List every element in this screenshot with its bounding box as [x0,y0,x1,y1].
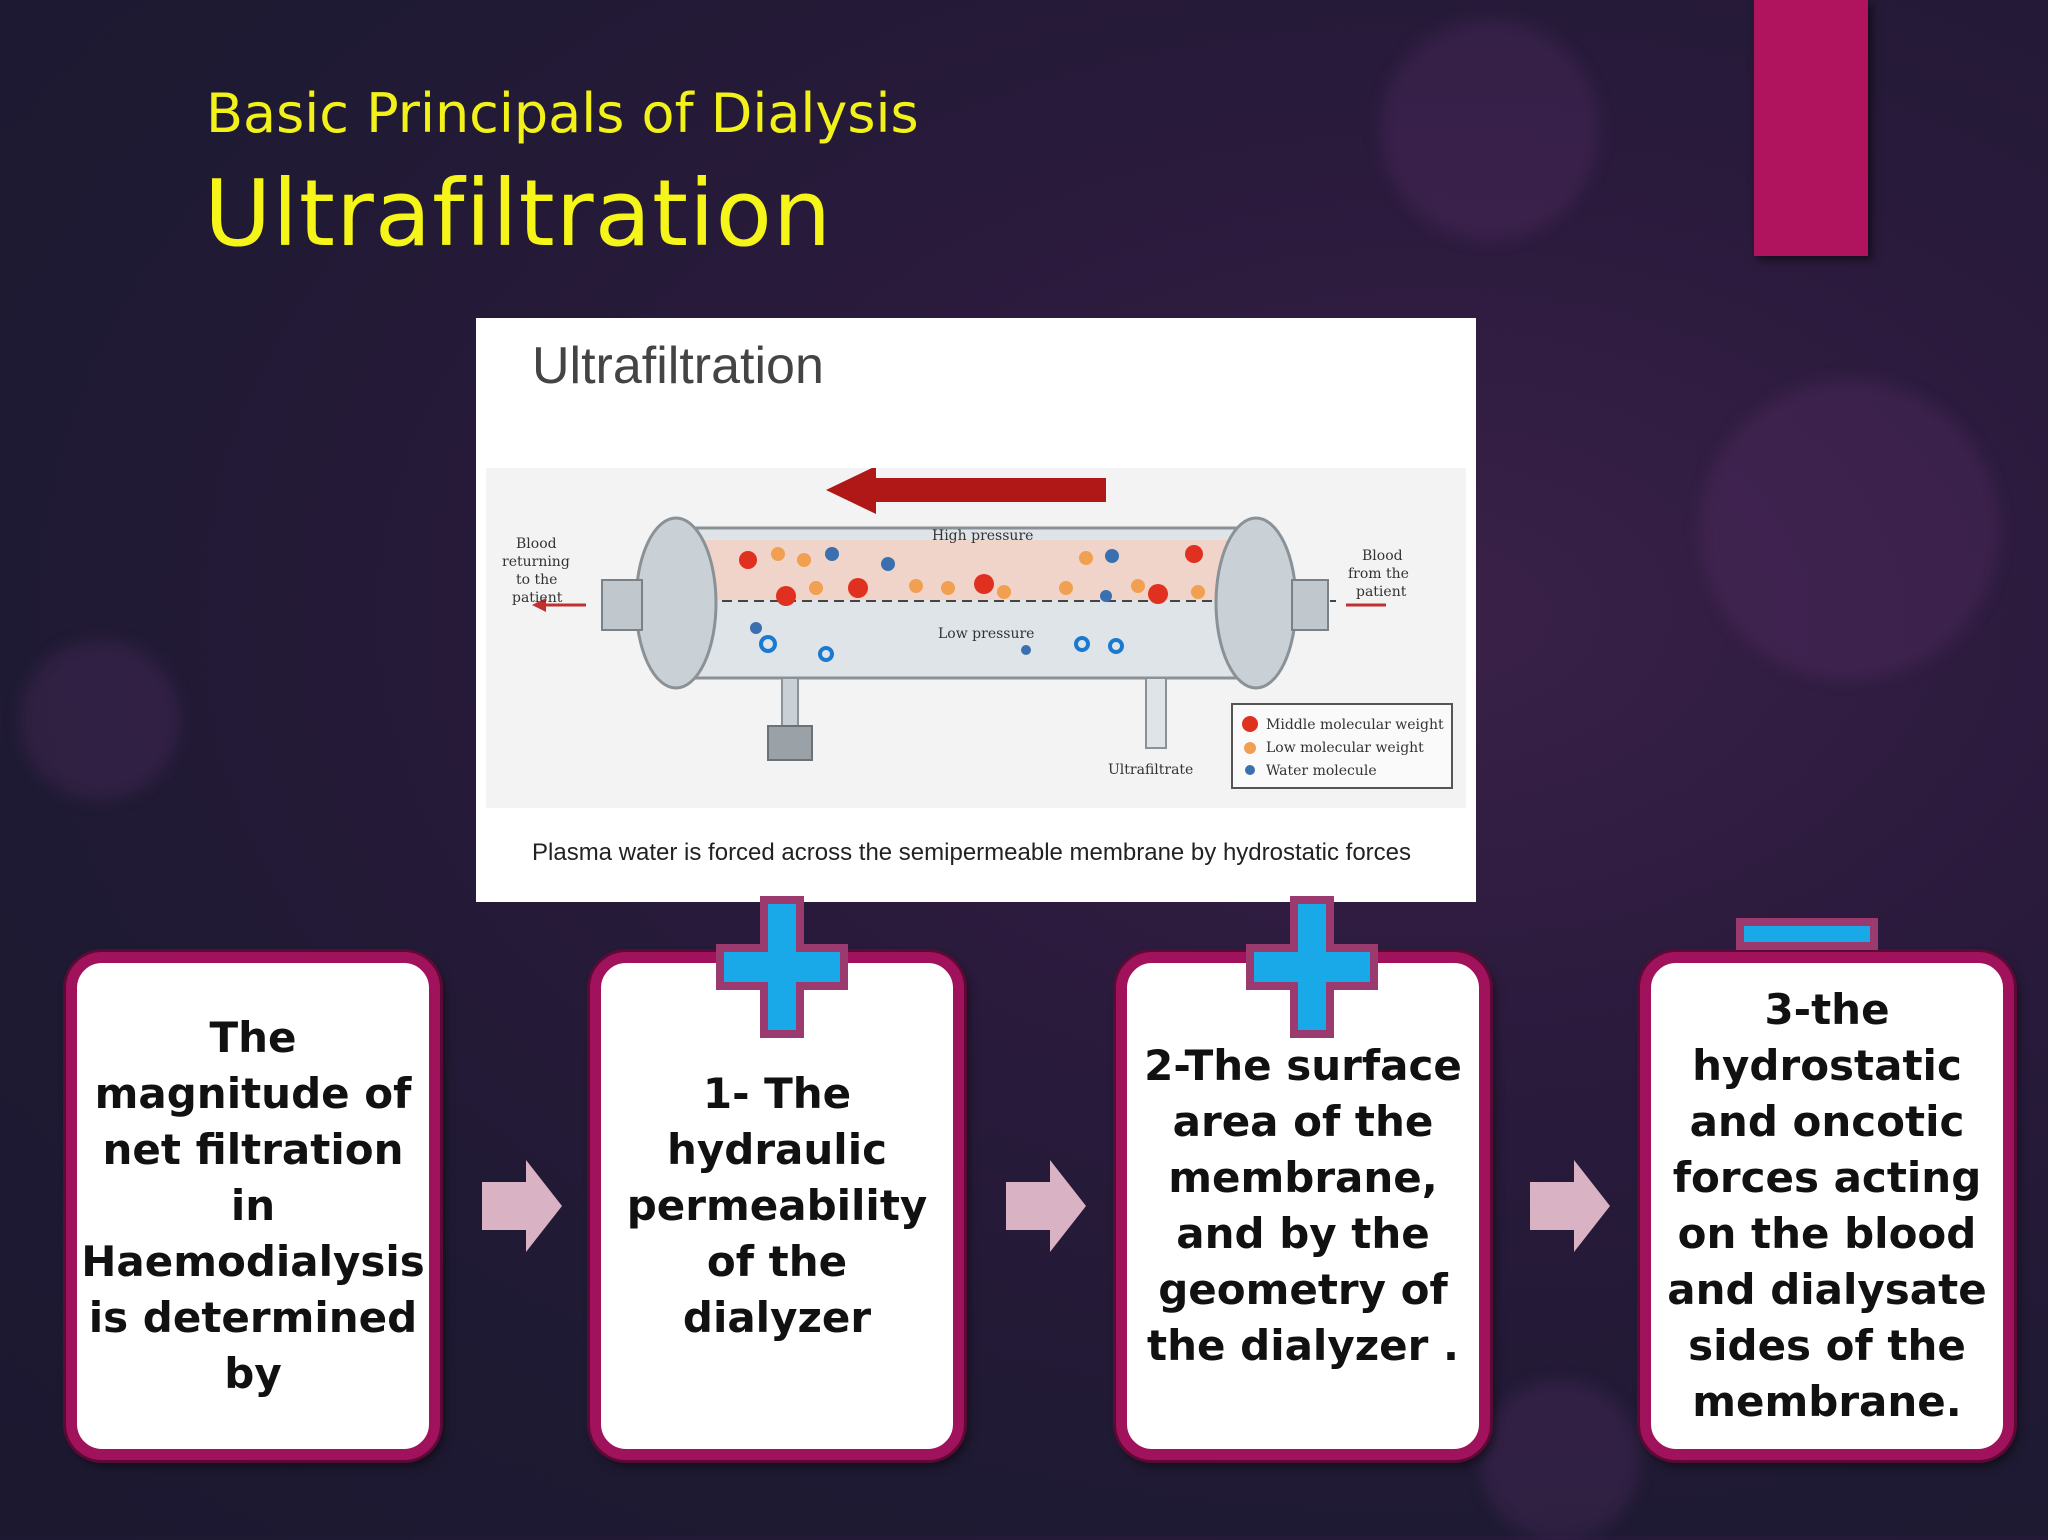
right-arrow-icon [1006,1160,1086,1252]
minus-icon [1736,918,1878,950]
bokeh-circle [1700,380,2000,680]
legend-label-low: Low molecular weight [1266,740,1424,756]
ultrafiltration-figure: Ultrafiltration [476,318,1476,902]
slide-subtitle: Basic Principals of Dialysis [206,82,919,145]
right-arrow-icon [482,1160,562,1252]
label-blood-returning-4: patient [512,590,563,606]
label-blood-returning-2: returning [502,554,570,570]
slide-title: Ultrafiltration [204,160,833,267]
diagram-legend: Middle molecular weight Low molecular we… [1231,703,1453,789]
legend-label-water: Water molecule [1266,763,1377,779]
label-blood-from-3: patient [1356,584,1407,600]
label-blood-from-2: from the [1348,566,1409,582]
flow-box-intro-text: The magnitude of net filtration in Haemo… [81,1013,425,1398]
plus-icon [716,896,848,1038]
bokeh-circle [20,640,180,800]
label-low-pressure: Low pressure [938,626,1034,642]
label-blood-returning-3: to the [516,572,557,588]
label-blood-returning-1: Blood [516,536,557,552]
figure-title: Ultrafiltration [532,337,824,395]
flow-box-forces: 3-the hydrostatic and oncotic forces act… [1640,952,2014,1460]
dialyzer-cylinder [532,516,1386,761]
accent-bar [1754,0,1868,256]
dialyzer-diagram: Blood returning to the patient Blood fro… [486,468,1466,808]
label-ultrafiltrate: Ultrafiltrate [1108,762,1193,778]
molecules [739,545,1205,662]
bokeh-circle [1480,1380,1640,1540]
legend-label-middle: Middle molecular weight [1266,717,1444,733]
right-arrow-icon [1530,1160,1610,1252]
flow-box-intro: The magnitude of net filtration in Haemo… [66,952,440,1460]
flow-box-forces-text: 3-the hydrostatic and oncotic forces act… [1667,985,1987,1426]
flow-box-surface-area-text: 2-The surface area of the membrane, and … [1144,1041,1462,1370]
bokeh-circle [1380,20,1600,240]
figure-caption: Plasma water is forced across the semipe… [532,839,1412,866]
flow-box-permeability-text: 1- The hydraulic permeability of the dia… [626,1069,928,1342]
label-blood-from-1: Blood [1362,548,1403,564]
flow-direction-arrow [826,468,1106,514]
label-high-pressure: High pressure [932,528,1033,544]
plus-icon [1246,896,1378,1038]
